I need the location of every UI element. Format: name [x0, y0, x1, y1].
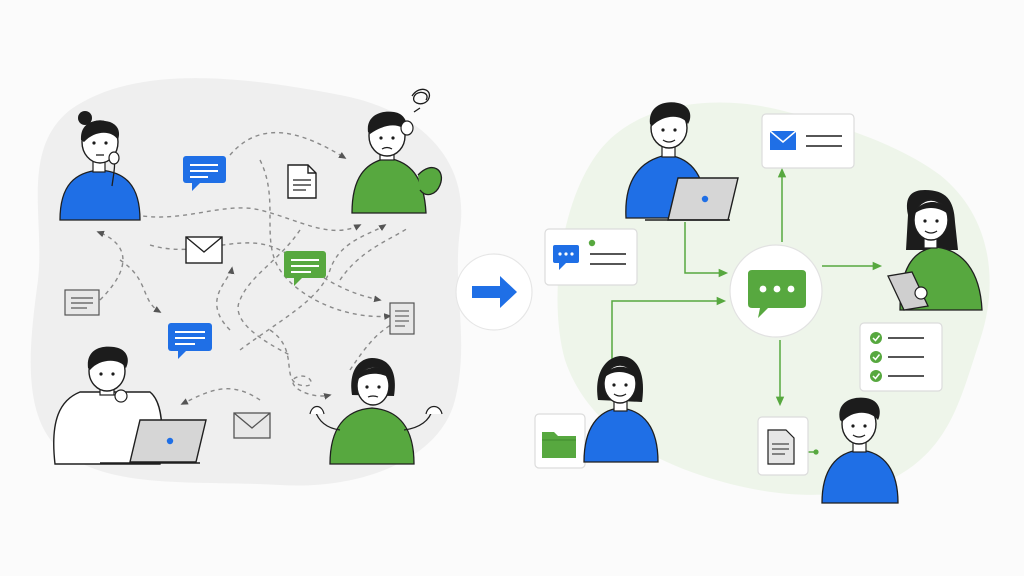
document-2: [389, 302, 415, 335]
checklist-icon: [870, 332, 924, 382]
man-confused: [351, 88, 443, 214]
chaos-path-1: [229, 132, 347, 159]
chat-bubble-3: [168, 323, 212, 359]
folder-card: [534, 413, 586, 469]
chat-bubble-1: [183, 156, 226, 191]
man-laptop-top: [625, 102, 739, 221]
chat-dots-icon: [748, 270, 806, 318]
chaos-path-9: [180, 388, 261, 405]
folder-icon: [542, 432, 576, 458]
connector-node: [813, 449, 819, 455]
confusion-scribble-icon: [411, 88, 431, 113]
chaos-path-7: [259, 159, 392, 320]
document-card: [757, 416, 809, 476]
arrow-right-icon: [472, 276, 517, 308]
communication-hub: [729, 244, 823, 338]
email-card: [761, 113, 855, 169]
connector-from-woman: [611, 296, 727, 360]
woman-thinking: [59, 111, 141, 221]
note-1: [64, 289, 100, 316]
envelope-1: [185, 236, 223, 264]
document-1: [287, 164, 317, 199]
chaos-path-13: [237, 229, 301, 356]
woman-bottom: [583, 356, 659, 463]
man-bottom: [821, 397, 899, 504]
message-card: [544, 228, 638, 286]
chaos-path-2: [119, 207, 362, 232]
envelope-2: [233, 412, 271, 439]
chaos-path-11: [339, 227, 409, 281]
chat-bubble-2: [284, 251, 326, 286]
left-panel: [30, 78, 462, 486]
chaos-path-6: [216, 266, 235, 331]
tablet-device: [887, 271, 929, 311]
right-panel: [534, 102, 990, 504]
checklist-card: [859, 322, 943, 392]
woman-shrug: [309, 358, 443, 465]
connector-from-laptop: [684, 222, 729, 278]
chaos-path-4: [119, 259, 162, 313]
document-icon: [767, 429, 795, 465]
chaos-path-10: [269, 329, 332, 400]
transition-arrow: [455, 253, 533, 331]
woman-tablet: [887, 190, 983, 311]
chaotic-paths: [96, 132, 409, 405]
man-laptop: [53, 346, 207, 465]
